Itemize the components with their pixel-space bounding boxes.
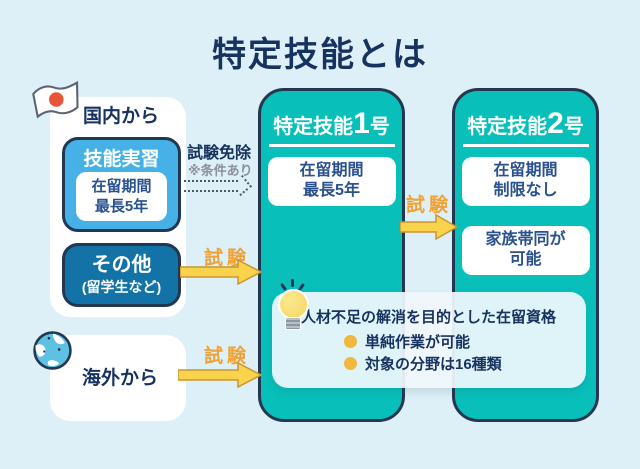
others-title: その他 — [91, 253, 152, 276]
type2-title-suffix: 号 — [563, 116, 584, 138]
info-panel: 人材不足の解消を目的とした在留資格 単純作業が可能 対象の分野は16種類 — [272, 292, 586, 388]
type2-title: 特定技能2号 — [455, 107, 596, 141]
residence-line: 在留期間 — [493, 162, 558, 179]
type2-title-number: 2 — [547, 107, 564, 140]
exemption-dotted-arrow — [184, 174, 258, 201]
period-line: 最長5年 — [94, 197, 149, 215]
exam-exemption-label: 試験免除 — [187, 145, 252, 162]
type1-title-suffix: 号 — [369, 116, 390, 138]
exam-label-between: 試験 — [406, 195, 453, 216]
period-line: 在留期間 — [299, 162, 364, 179]
technical-intern-period-box: 在留期間 最長5年 — [76, 172, 167, 221]
period-line: 在留期間 — [91, 178, 152, 195]
page-title: 特定技能とは — [212, 36, 428, 74]
lightbulb-icon — [276, 278, 316, 334]
others-subtitle: (留学生など) — [81, 278, 162, 295]
exam-label-overseas: 試験 — [204, 346, 251, 367]
info-bullet-row: 対象の分野は16種類 — [344, 353, 502, 374]
type2-title-prefix: 特定技能 — [467, 116, 548, 138]
type2-underline — [462, 144, 589, 147]
technical-intern-title: 技能実習 — [83, 149, 160, 170]
bullet-text: 単純作業が可能 — [365, 334, 471, 351]
lightbulb-glass — [278, 289, 309, 320]
period-line: 最長5年 — [303, 182, 360, 200]
dotted-line — [184, 190, 238, 192]
arrow-overseas-to-type1 — [178, 362, 262, 388]
type2-family-box: 家族帯同が 可能 — [461, 225, 590, 275]
exam-exemption-note: ※条件あり — [188, 163, 253, 178]
type2-box: 特定技能2号 在留期間 制限なし 家族帯同が 可能 — [452, 88, 599, 422]
overseas-card — [50, 335, 186, 421]
type1-period-box: 在留期間 最長5年 — [267, 157, 396, 206]
bullet-dot — [344, 357, 357, 370]
type1-underline — [268, 144, 395, 147]
info-bullet-row: 単純作業が可能 — [344, 331, 470, 352]
residence-line: 制限なし — [493, 182, 558, 200]
type2-residence-box: 在留期間 制限なし — [461, 157, 590, 206]
domestic-label: 国内から — [83, 106, 160, 127]
japan-flag-icon — [32, 80, 79, 119]
exam-label-domestic: 試験 — [204, 248, 251, 269]
globe-icon — [33, 331, 72, 370]
type1-title: 特定技能1号 — [261, 107, 402, 141]
overseas-label: 海外から — [82, 368, 159, 389]
dotted-arrowhead — [230, 174, 253, 197]
family-line: 可能 — [509, 251, 542, 269]
type1-title-number: 1 — [353, 107, 370, 140]
family-line: 家族帯同が — [485, 230, 566, 248]
lightbulb-ray — [291, 279, 294, 287]
others-box: その他 (留学生など) — [62, 243, 181, 307]
lightbulb-base — [285, 317, 301, 330]
bullet-dot — [344, 335, 357, 348]
arrow-type1-to-type2 — [400, 214, 458, 240]
arrow-domestic-to-type1 — [180, 259, 262, 285]
bullet-text: 対象の分野は16種類 — [365, 356, 502, 373]
dotted-line — [184, 180, 238, 182]
technical-intern-box: 技能実習 在留期間 最長5年 — [62, 137, 181, 232]
info-panel-heading: 人材不足の解消を目的とした在留資格 — [301, 309, 557, 326]
type1-title-prefix: 特定技能 — [273, 116, 354, 138]
